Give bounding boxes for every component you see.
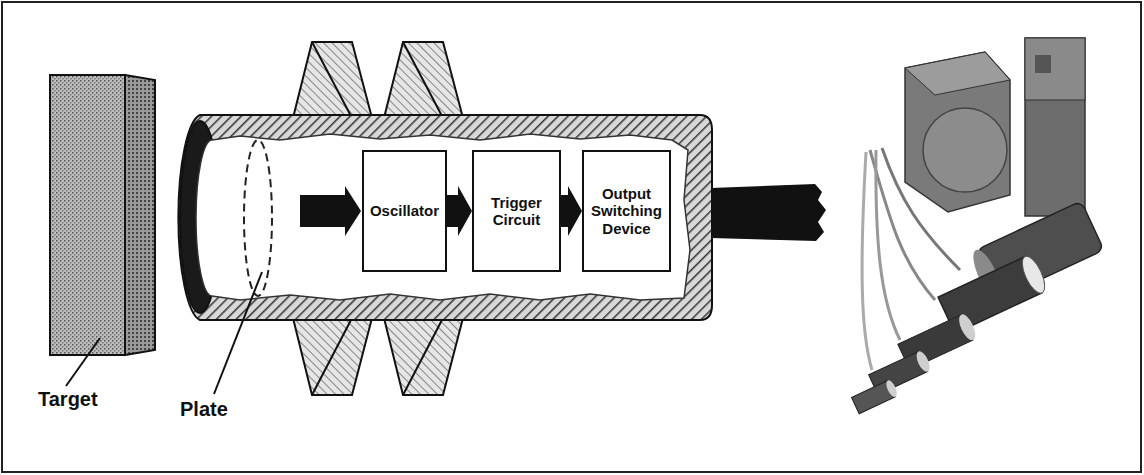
box-text: Oscillator	[366, 198, 443, 223]
box-text: Output Switching Device	[584, 181, 669, 241]
mounting-nut	[293, 42, 463, 395]
signal-arrow	[300, 186, 361, 236]
process-box: Output Switching Device	[582, 150, 671, 272]
target-slab	[50, 75, 155, 355]
leader-line	[214, 272, 262, 394]
process-box: Oscillator	[362, 150, 447, 272]
sensor-housing	[178, 115, 712, 320]
box-text: Trigger Circuit	[474, 190, 559, 233]
part-label: Plate	[180, 398, 228, 421]
process-box: Trigger Circuit	[472, 150, 561, 272]
sensor-photo	[852, 38, 1104, 414]
part-label: Target	[38, 388, 98, 411]
flow-arrow	[561, 186, 582, 236]
leader-line	[66, 338, 100, 386]
sensor-plate	[244, 140, 272, 296]
cable	[711, 184, 826, 241]
flow-arrow	[447, 186, 472, 236]
